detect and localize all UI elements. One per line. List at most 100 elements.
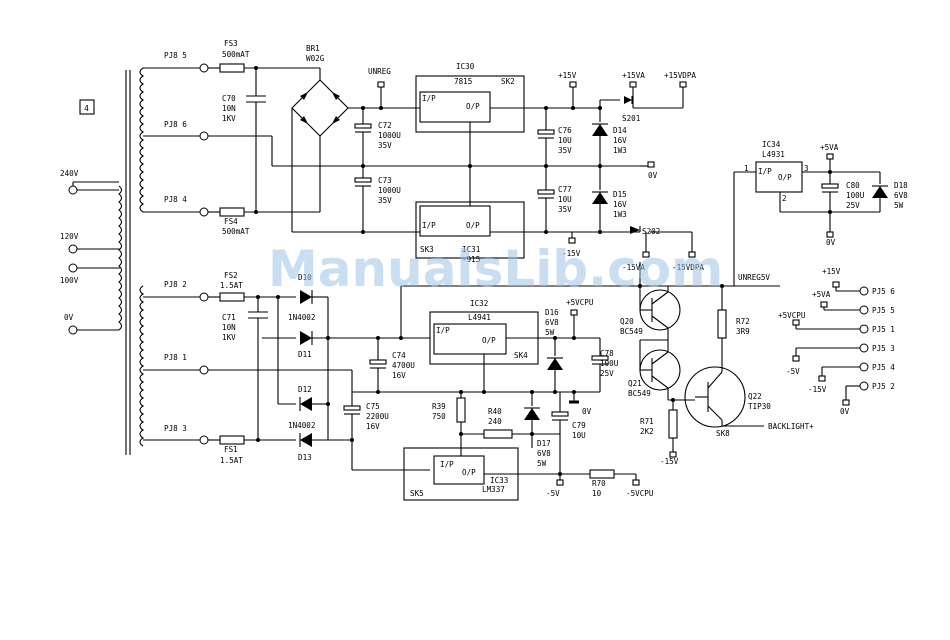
label-c77r: 35V — [558, 205, 572, 214]
zener-d16 — [547, 358, 563, 370]
label-ic30: IC30 — [456, 62, 475, 71]
secondary-coil-lower — [139, 285, 144, 447]
label-sk3: SK3 — [420, 245, 434, 254]
resistor-r71 — [668, 409, 678, 439]
label-ic34p: L4931 — [762, 150, 785, 159]
label-d17: D17 — [537, 439, 551, 448]
label-ic33: IC33 — [490, 476, 508, 485]
label-c75v: 2200U — [366, 412, 389, 421]
label-d17w: 5W — [537, 459, 547, 468]
label-v240: 240V — [60, 169, 79, 178]
label-fs2v: 1.5AT — [220, 281, 243, 290]
label-sk8: SK8 — [716, 429, 730, 438]
label-ic31p: -915 — [462, 255, 480, 264]
label-d14v: 16V — [613, 136, 627, 145]
label-ic32o: O/P — [482, 336, 496, 345]
label-d16w: 5W — [545, 328, 555, 337]
label-sk5: SK5 — [410, 489, 424, 498]
resistor-r72 — [717, 309, 727, 339]
label-d18v: 6V8 — [894, 191, 908, 200]
label-c75: C75 — [366, 402, 380, 411]
label-d13: D13 — [298, 453, 312, 462]
label-r71: R71 — [640, 417, 654, 426]
label-pj8-2: PJ8 2 — [164, 280, 187, 289]
label-p15v: +15V — [558, 71, 577, 80]
label-c77: C77 — [558, 185, 572, 194]
label-p15vdpa: +15VDPA — [664, 71, 696, 80]
ic31-regulator — [419, 205, 491, 237]
label-fs1: FS1 — [224, 445, 238, 454]
label-unreg: UNREG — [368, 67, 391, 76]
ic33-regulator — [433, 455, 485, 485]
label-br1: BR1 — [306, 44, 320, 53]
label-s202: S202 — [642, 227, 660, 236]
label-c78v: 100U — [600, 359, 619, 368]
label-pj52: PJ5 2 — [872, 382, 895, 391]
ic34-regulator — [755, 161, 803, 193]
label-c76r: 35V — [558, 146, 572, 155]
label-s201: S201 — [622, 114, 641, 123]
label-pj51: PJ5 1 — [872, 325, 895, 334]
resistor-r70 — [589, 469, 615, 479]
label-c79: C79 — [572, 421, 586, 430]
ic32-regulator — [433, 323, 507, 355]
label-c76v: 10U — [558, 136, 572, 145]
pj8-2-pin — [199, 292, 209, 302]
label-p15va: +15VA — [622, 71, 645, 80]
label-m5vcpu: -5VCPU — [626, 489, 654, 498]
label-pj5_15v: +15V — [822, 267, 841, 276]
label-ic34: IC34 — [762, 140, 781, 149]
label-c70: C70 — [222, 94, 236, 103]
label-n4002b: 1N4002 — [288, 421, 315, 430]
pj5-4-pin — [859, 362, 869, 372]
cap-c76 — [537, 129, 555, 135]
label-m15va: -15VA — [622, 263, 645, 272]
label-ic33p: LM337 — [482, 485, 505, 494]
label-v100: 100V — [60, 276, 79, 285]
cap-c74 — [369, 359, 387, 365]
zener-d15 — [592, 192, 608, 204]
label-q22p: TIP30 — [748, 402, 771, 411]
zero-volt-test-point — [647, 161, 655, 168]
label-ic31o: O/P — [466, 221, 480, 230]
label-r39v: 750 — [432, 412, 446, 421]
label-c73: C73 — [378, 176, 392, 185]
label-d15: D15 — [613, 190, 627, 199]
label-ic34i: I/P — [758, 167, 772, 176]
label-pj8-3: PJ8 3 — [164, 424, 187, 433]
label-c74: C74 — [392, 351, 406, 360]
label-ic34p3: 3 — [804, 164, 809, 173]
pj5-3-pin — [859, 343, 869, 353]
cap-c80 — [821, 183, 839, 189]
label-d16: D16 — [545, 308, 559, 317]
label-c77v: 10U — [558, 195, 572, 204]
label-ic30o: O/P — [466, 102, 480, 111]
label-n4002a: 1N4002 — [288, 313, 315, 322]
diode-s201 — [624, 96, 632, 104]
label-m15vdpa: -15VDPA — [672, 263, 704, 272]
label-v0: 0V — [64, 313, 74, 322]
label-q22: Q22 — [748, 392, 762, 401]
label-pj54: PJ5 4 — [872, 363, 895, 372]
pj5-6-pin — [859, 286, 869, 296]
label-r70v: 10 — [592, 489, 602, 498]
label-pj8-4: PJ8 4 — [164, 195, 187, 204]
label-d15w: 1W3 — [613, 210, 627, 219]
label-pj8-5: PJ8 5 — [164, 51, 187, 60]
pj8-4-pin — [199, 207, 209, 217]
label-zero4: 0V — [840, 407, 850, 416]
label-r72v: 3R9 — [736, 327, 750, 336]
transformer — [68, 67, 200, 455]
diode-d12 — [300, 397, 312, 411]
pj5-5-pin — [859, 305, 869, 315]
label-p5va: +5VA — [820, 143, 839, 152]
tap-0v-terminal — [68, 325, 78, 335]
label-ic33i: I/P — [440, 460, 454, 469]
label-fs4v: 500mAT — [222, 227, 250, 236]
label-c74r: 16V — [392, 371, 406, 380]
sheet-marker-box — [79, 99, 95, 115]
label-zero3: 0V — [582, 407, 592, 416]
label-c71v: 10N — [222, 323, 236, 332]
pj8-1-pin — [199, 365, 209, 375]
label-r71v: 2K2 — [640, 427, 654, 436]
